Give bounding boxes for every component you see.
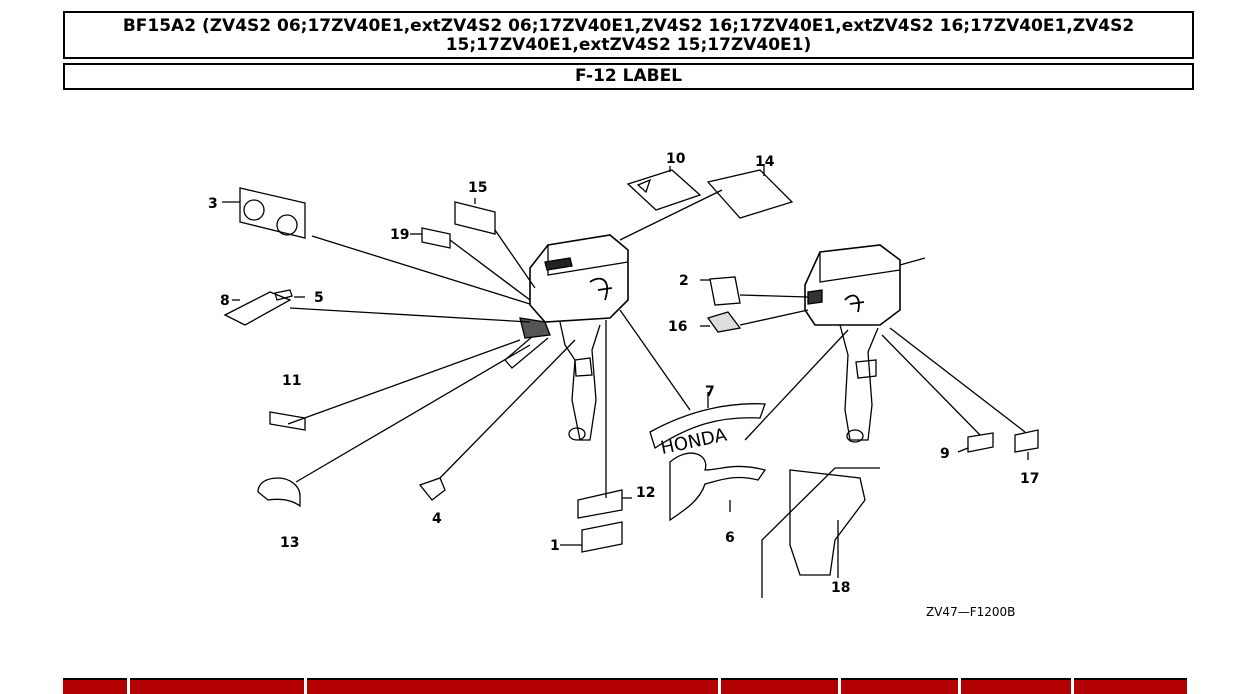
callout-7: 7: [705, 384, 715, 400]
callout-3: 3: [208, 196, 218, 212]
parts-table-header: [63, 678, 1197, 694]
callout-1: 1: [550, 538, 560, 554]
table-col-2: [130, 678, 304, 694]
callout-2: 2: [679, 273, 689, 289]
model-title-line1: BF15A2 (ZV4S2 06;17ZV40E1,extZV4S2 06;17…: [122, 16, 1135, 36]
callout-9: 9: [940, 446, 950, 462]
callout-6: 6: [725, 530, 735, 546]
callout-18: 18: [831, 580, 850, 596]
callout-19: 19: [390, 227, 409, 243]
callout-14: 14: [755, 154, 775, 170]
callout-13: 13: [280, 535, 299, 551]
parts-diagram: 1 2 3 4 5 6 7 8 9 10 11 12 13 14 15 16 1…: [208, 151, 1039, 619]
table-col-5: [841, 678, 958, 694]
callout-5: 5: [314, 290, 324, 306]
callout-8: 8: [220, 293, 230, 309]
table-col-3: [307, 678, 718, 694]
table-col-4: [721, 678, 838, 694]
table-col-7: [1074, 678, 1187, 694]
callout-4: 4: [432, 511, 442, 527]
model-title: BF15A2 (ZV4S2 06;17ZV40E1,extZV4S2 06;17…: [63, 11, 1194, 59]
callout-17: 17: [1020, 471, 1039, 487]
callout-16: 16: [668, 319, 687, 335]
callout-12: 12: [636, 485, 655, 501]
model-title-line2: 15;17ZV40E1,extZV4S2 15;17ZV40E1): [445, 35, 812, 55]
section-title-text: F-12 LABEL: [574, 66, 683, 86]
callout-15: 15: [468, 180, 487, 196]
table-col-6: [961, 678, 1071, 694]
table-col-1: [63, 678, 127, 694]
callout-11: 11: [282, 373, 301, 389]
section-title: F-12 LABEL: [63, 63, 1194, 90]
figure-code: ZV47—F1200B: [926, 605, 1015, 619]
callout-10: 10: [666, 151, 686, 167]
